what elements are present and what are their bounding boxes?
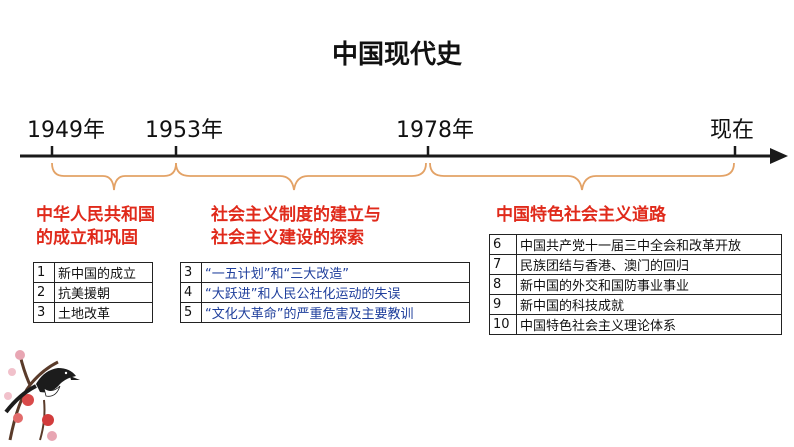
period-1-table: 1 新中国的成立 2 抗美援朝 3 土地改革 xyxy=(33,262,153,323)
period-1-heading: 中华人民共和国 的成立和巩固 xyxy=(36,204,155,250)
item-number: 10 xyxy=(489,314,517,335)
table-row: 4 “大跃进”和人民公社化运动的失误 xyxy=(180,282,470,303)
item-text: 抗美援朝 xyxy=(54,282,153,303)
year-label-1953: 1953年 xyxy=(145,118,223,143)
item-text: “文化大革命”的严重危害及主要教训 xyxy=(201,302,470,323)
period-2-heading-line-2: 社会主义建设的探索 xyxy=(211,228,364,248)
period-2-table: 3 “一五计划”和“三大改造” 4 “大跃进”和人民公社化运动的失误 5 “文化… xyxy=(180,262,470,323)
item-text: “大跃进”和人民公社化运动的失误 xyxy=(201,282,470,303)
period-1-heading-line-2: 的成立和巩固 xyxy=(36,228,138,248)
year-label-1978: 1978年 xyxy=(396,118,474,143)
table-row: 2 抗美援朝 xyxy=(33,282,153,303)
page-title: 中国现代史 xyxy=(331,40,462,70)
year-label-1949: 1949年 xyxy=(27,118,105,143)
period-2-heading: 社会主义制度的建立与 社会主义建设的探索 xyxy=(211,204,381,250)
period-3-heading: 中国特色社会主义道路 xyxy=(496,204,666,227)
period-3-table: 6 中国共产党十一届三中全会和改革开放 7 民族团结与香港、澳门的回归 8 新中… xyxy=(489,234,782,335)
bracket-period-2 xyxy=(175,162,427,191)
item-text: 中国共产党十一届三中全会和改革开放 xyxy=(516,234,782,255)
table-row: 3 土地改革 xyxy=(33,302,153,323)
table-row: 7 民族团结与香港、澳门的回归 xyxy=(489,254,782,275)
table-row: 5 “文化大革命”的严重危害及主要教训 xyxy=(180,302,470,323)
table-row: 10 中国特色社会主义理论体系 xyxy=(489,314,782,335)
item-text: 土地改革 xyxy=(54,302,153,323)
table-row: 6 中国共产党十一届三中全会和改革开放 xyxy=(489,234,782,255)
bracket-period-3 xyxy=(429,162,735,191)
year-label-now: 现在 xyxy=(710,118,755,143)
period-3-heading-line-1: 中国特色社会主义道路 xyxy=(496,205,666,225)
item-text: 中国特色社会主义理论体系 xyxy=(516,314,782,335)
period-1-heading-line-1: 中华人民共和国 xyxy=(36,205,155,225)
bracket-period-1 xyxy=(51,162,177,191)
timeline-arrowhead xyxy=(770,148,788,164)
item-number: 3 xyxy=(33,302,55,323)
period-2-heading-line-1: 社会主义制度的建立与 xyxy=(211,205,381,225)
item-text: 民族团结与香港、澳门的回归 xyxy=(516,254,782,275)
